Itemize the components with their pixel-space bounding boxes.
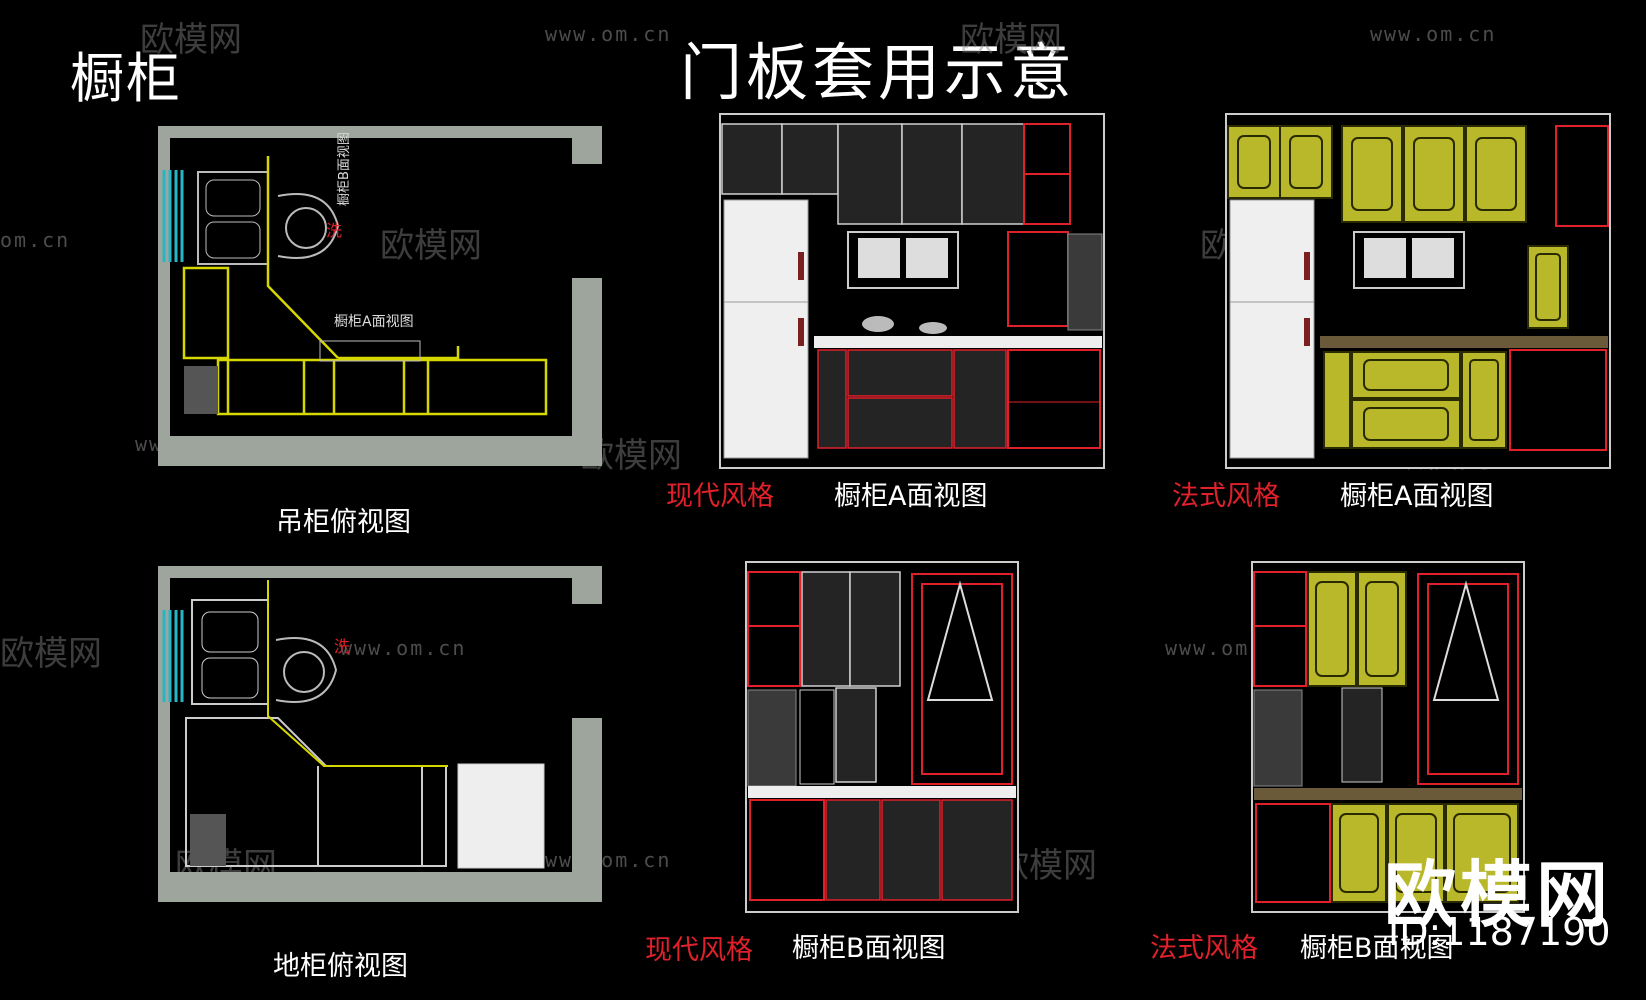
caption-french-view-b: 橱柜B面视图 [1300,933,1454,964]
plan-label-view-b: 橱柜B面视图 [337,132,352,206]
caption-wall-cabinet-plan: 吊柜俯视图 [276,507,411,538]
caption-french-style-a: 法式风格 [1172,481,1280,512]
watermark-brand: 欧模网 [960,20,1062,60]
french-elevation-a [1225,113,1611,469]
watermark-url: www.om.cn [340,636,467,660]
modern-elevation-a [719,113,1105,469]
watermark-url: om.cn [0,228,71,252]
brand-logo: 欧模网 [1383,853,1612,937]
modern-elevation-b [745,561,1019,913]
caption-french-style-b: 法式风格 [1150,933,1258,964]
french-elevation-b [1251,561,1525,913]
page-title: 橱柜 [70,47,182,110]
plan-label-view-a: 橱柜A面视图 [334,314,414,330]
watermark-brand: 欧模网 [380,226,482,266]
caption-french-view-a: 橱柜A面视图 [1340,481,1494,512]
watermark-url: www.om.cn [545,22,672,46]
caption-modern-view-b: 橱柜B面视图 [792,933,946,964]
watermark-url: www.om.cn [545,848,672,872]
base-cabinet-plan: 洗 [158,566,602,902]
caption-modern-view-a: 橱柜A面视图 [834,481,988,512]
caption-modern-style-a: 现代风格 [666,481,774,512]
section-title: 门板套用示意 [680,36,1077,109]
model-id: ID:1187190 [1388,910,1611,954]
wall-cabinet-plan: 橱柜B面视图 橱柜A面视图 洗 [158,126,602,466]
watermark-brand: 欧模网 [0,634,102,674]
plan-label-wash: 洗 [326,221,342,240]
caption-base-cabinet-plan: 地柜俯视图 [273,951,408,982]
watermark-brand: 欧模网 [140,20,242,60]
watermark-url: www.om.cn [1370,22,1497,46]
caption-modern-style-b: 现代风格 [645,935,753,966]
plan-label-wash: 洗 [334,637,350,656]
